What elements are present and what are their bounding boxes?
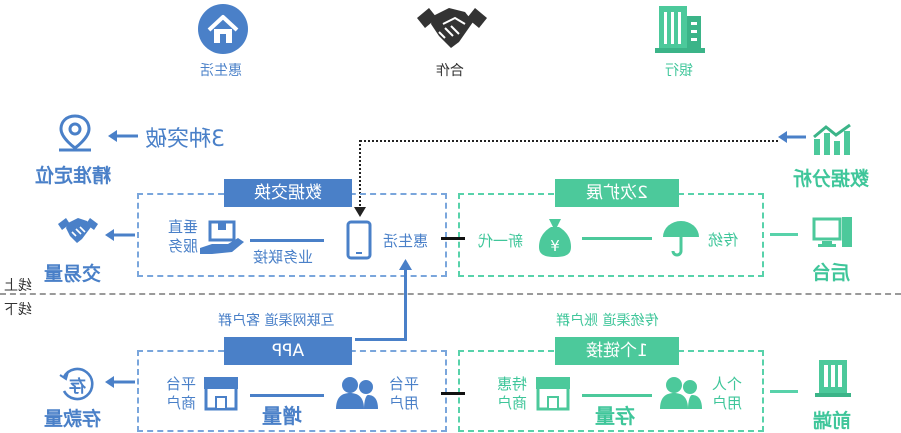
analysis-link-vertical	[359, 140, 361, 210]
frontend-label: 前端	[813, 410, 852, 432]
arrow-breakthrough	[108, 130, 138, 142]
users-icon-green	[658, 375, 704, 411]
top-label-huishenghuo: 惠生活	[200, 63, 242, 79]
personal-user-label: 个人用户	[711, 375, 742, 412]
deposit-circle-icon	[58, 367, 96, 401]
second-expansion-tag: 2次扩展	[555, 179, 679, 207]
top-label-yinhang: 银行	[665, 63, 693, 79]
handshake-small-icon	[56, 212, 100, 248]
connector-backend	[770, 233, 798, 236]
data-analysis-icon	[812, 123, 854, 157]
data-analysis-label: 数据分析	[793, 168, 870, 190]
online-offline-divider	[0, 293, 901, 295]
traditional-label: 传统	[708, 231, 739, 249]
business-link-line	[250, 239, 324, 242]
vertical-service-label: 垂直服务	[167, 218, 198, 255]
precise-positioning-label: 精准定位	[35, 165, 112, 187]
online-label: 线上	[4, 278, 32, 294]
app-tag: APP	[224, 337, 352, 365]
data-exchange-tag: 数据交换	[224, 179, 352, 207]
deposit-volume-label: 存款量	[44, 408, 102, 430]
handshake-icon	[415, 0, 489, 54]
breakthrough-label: 3种突破	[145, 127, 225, 152]
house-icon	[197, 3, 249, 55]
umbrella-icon	[661, 219, 701, 259]
stock-line	[582, 394, 652, 397]
internet-channel-caption: 互联网渠道 客户群	[218, 313, 335, 329]
svg-text:¥: ¥	[550, 237, 560, 255]
huishenghuo-label: 惠生活	[383, 232, 429, 250]
analysis-link-arrowhead	[354, 207, 366, 217]
analysis-link-horizontal	[360, 140, 778, 142]
traditional-channel-caption: 传统渠道 账户群	[556, 313, 659, 329]
shop-icon-green	[534, 375, 572, 411]
phone-icon	[346, 220, 372, 260]
special-merchant-label: 特惠商户	[496, 375, 527, 412]
app-link-vertical	[404, 268, 407, 340]
top-label-hezuo: 合作	[436, 63, 464, 79]
offline-center-connector	[441, 392, 465, 395]
frontend-building-icon	[813, 358, 853, 398]
arrow-transaction	[105, 229, 135, 241]
increment-label: 增量	[262, 404, 302, 428]
one-link-tag: 1个链接	[555, 337, 679, 365]
increment-line	[250, 394, 324, 397]
connector-frontend	[770, 390, 798, 393]
offline-label: 线下	[4, 302, 32, 318]
app-link-arrowhead	[399, 259, 412, 270]
arrow-deposit	[105, 376, 135, 388]
platform-user-label: 平台用户	[388, 375, 419, 412]
money-bag-icon: ¥	[537, 217, 573, 259]
online-center-connector	[441, 237, 465, 240]
location-pin-icon	[55, 112, 95, 154]
transaction-volume-label: 交易量	[44, 263, 102, 285]
business-link-label: 业务联接	[253, 248, 314, 266]
users-icon-blue	[334, 375, 380, 411]
stock-label: 存量	[595, 404, 635, 428]
backend-label: 后台	[812, 262, 851, 284]
shop-icon-blue	[202, 375, 240, 411]
new-generation-label: 新一代	[478, 232, 524, 250]
computer-icon	[812, 215, 854, 249]
platform-merchant-label: 平台商户	[165, 375, 196, 412]
package-hand-icon	[198, 220, 246, 256]
arrow-analysis	[778, 131, 806, 143]
deposit-icon-char: 存	[69, 377, 86, 397]
traditional-link-line	[582, 237, 652, 240]
bank-building-icon	[655, 2, 705, 54]
app-link-horizontal	[355, 338, 407, 341]
